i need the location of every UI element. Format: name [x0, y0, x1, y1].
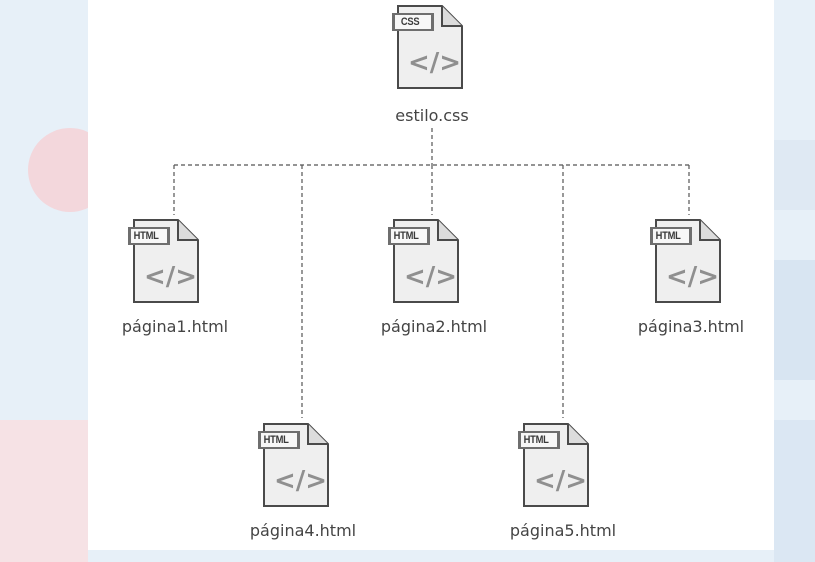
file-badge: HTML — [263, 434, 289, 446]
code-symbol: </> — [534, 466, 588, 496]
code-symbol: </> — [274, 466, 328, 496]
code-symbol: </> — [666, 262, 720, 292]
file-label-estilo-css: estilo.css — [395, 106, 469, 125]
file-label-pagina2: página2.html — [380, 317, 488, 336]
html-file-icon: HTML </> — [254, 420, 330, 508]
file-badge: CSS — [400, 16, 420, 28]
file-label-pagina5: página5.html — [509, 521, 617, 540]
file-label-pagina3: página3.html — [637, 317, 745, 336]
html-file-icon: HTML </> — [384, 216, 460, 304]
css-file-icon: CSS </> — [388, 2, 464, 90]
file-badge: HTML — [655, 230, 681, 242]
code-symbol: </> — [144, 262, 198, 292]
file-label-pagina4: página4.html — [249, 521, 357, 540]
file-label-pagina1: página1.html — [121, 317, 229, 336]
html-file-icon: HTML </> — [124, 216, 200, 304]
html-file-icon: HTML </> — [646, 216, 722, 304]
file-badge: HTML — [523, 434, 549, 446]
code-symbol: </> — [408, 48, 462, 78]
file-badge: HTML — [393, 230, 419, 242]
file-badge: HTML — [133, 230, 159, 242]
code-symbol: </> — [404, 262, 458, 292]
html-file-icon: HTML </> — [514, 420, 590, 508]
